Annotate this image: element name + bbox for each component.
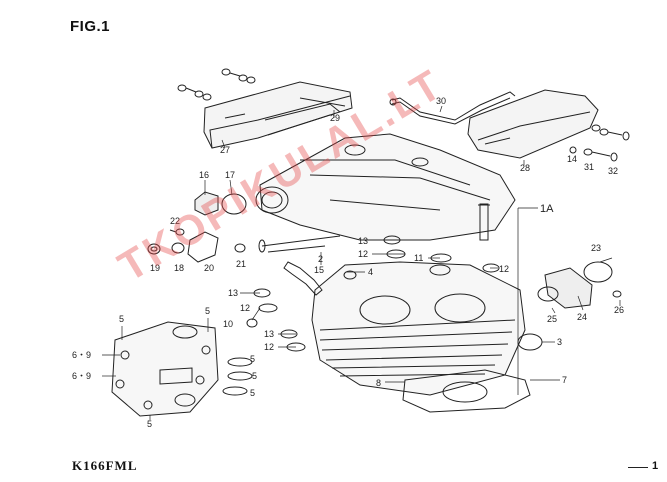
tensioner-parts: [147, 228, 246, 263]
cam-chain-cover: [111, 321, 253, 417]
callout-5-a: 5: [119, 314, 124, 324]
callout-29: 29: [330, 113, 340, 123]
callout-13-c: 13: [264, 329, 274, 339]
page-number-rule: [628, 467, 648, 468]
callout-16: 16: [199, 170, 209, 180]
callout-10: 10: [223, 319, 233, 329]
left-valve-cover: [203, 81, 353, 149]
callout-30: 30: [436, 96, 446, 106]
breather-bracket: [389, 91, 516, 125]
callout-13-a: 13: [358, 236, 368, 246]
callout-5-b: 5: [205, 306, 210, 316]
callout-12-a: 12: [358, 249, 368, 259]
callout-3: 3: [557, 337, 562, 347]
callout-25: 25: [547, 314, 557, 324]
callout-6-9-b: 6・9: [72, 371, 91, 381]
callout-7: 7: [562, 375, 567, 385]
callout-5-f: 5: [147, 419, 152, 429]
page-number: 1: [652, 460, 659, 472]
callout-12-c: 12: [240, 303, 250, 313]
callout-12-d: 12: [264, 342, 274, 352]
callout-5-e: 5: [250, 388, 255, 398]
head-gasket: [402, 369, 531, 413]
callout-18: 18: [174, 263, 184, 273]
callout-23: 23: [591, 243, 601, 253]
intake-pipe: [537, 261, 622, 309]
spark-plug: [283, 261, 323, 296]
callout-24: 24: [577, 312, 587, 322]
callout-32: 32: [608, 166, 618, 176]
left-cover-bolts: [177, 68, 256, 101]
right-cover-bolts: [569, 124, 630, 162]
callout-11: 11: [414, 253, 423, 263]
cylinder-head-upper: [255, 133, 516, 241]
callout-19: 19: [150, 263, 160, 273]
callout-31: 31: [584, 162, 594, 172]
callout-15: 15: [314, 265, 324, 275]
callout-5-c: 5: [250, 354, 255, 364]
callout-8: 8: [376, 378, 381, 388]
callout-4: 4: [368, 267, 373, 277]
callout-28: 28: [520, 163, 530, 173]
callout-26: 26: [614, 305, 624, 315]
leader-lines: [102, 105, 621, 420]
right-valve-cover: [467, 89, 599, 159]
callout-13-b: 13: [228, 288, 238, 298]
callout-14: 14: [567, 154, 577, 164]
callout-20: 20: [204, 263, 214, 273]
callout-17: 17: [225, 170, 235, 180]
callout-22: 22: [170, 216, 180, 226]
cylinder-head-lower: [311, 261, 526, 396]
valve-guide: [478, 203, 490, 241]
callout-1A: 1A: [540, 203, 554, 215]
model-code: K166FML: [72, 458, 138, 473]
callout-2: 2: [318, 254, 323, 264]
valves: [258, 235, 341, 253]
callout-21: 21: [236, 259, 246, 269]
callout-5-d: 5: [252, 371, 257, 381]
callout-6-9-a: 6・9: [72, 350, 91, 360]
callout-12-b: 12: [499, 264, 509, 274]
sealing-cap: [517, 333, 543, 351]
callout-27: 27: [220, 145, 230, 155]
figure-title: FIG.1: [70, 18, 111, 35]
